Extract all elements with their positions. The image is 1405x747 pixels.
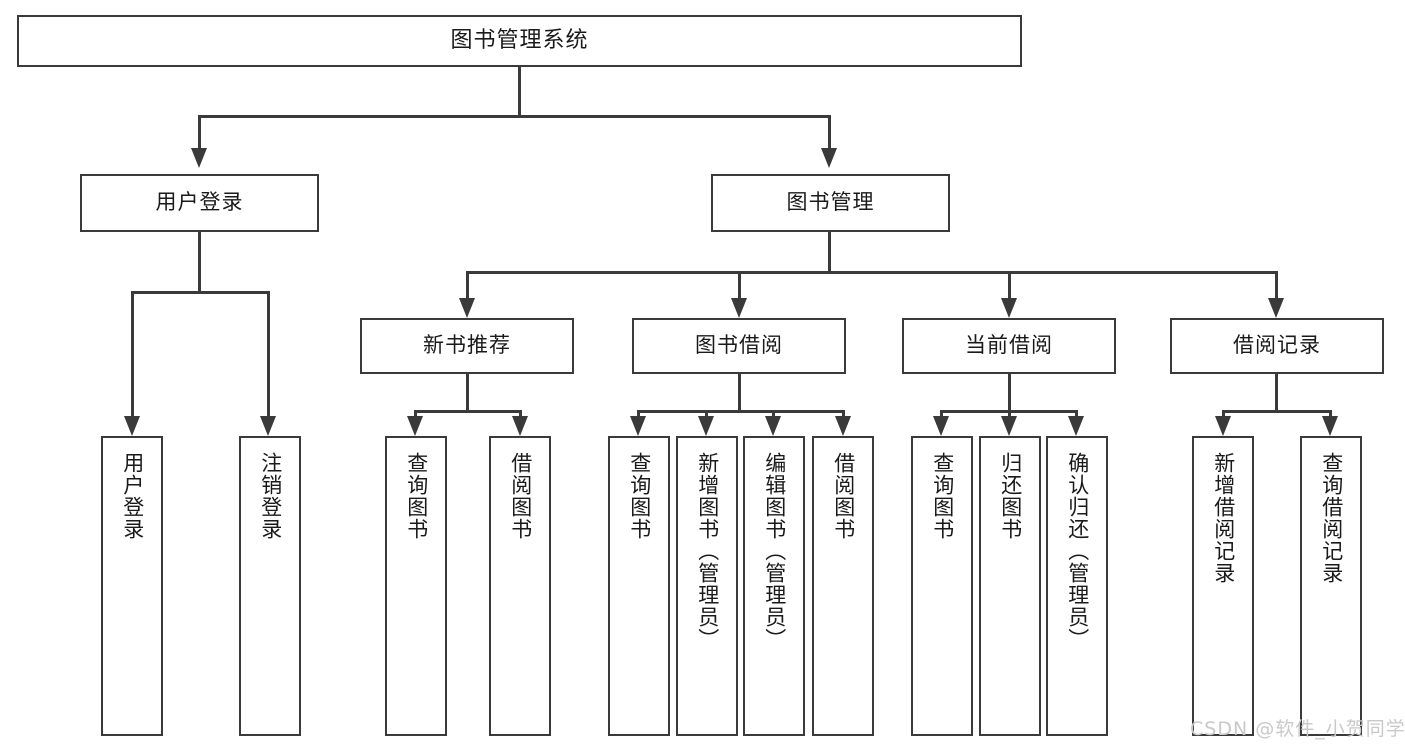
leaf-query-book-2[interactable]: 查询图书 — [608, 436, 670, 736]
arrow-to-book-borrow — [731, 298, 747, 318]
node-borrow-record[interactable]: 借阅记录 — [1170, 318, 1384, 374]
node-current-borrow[interactable]: 当前借阅 — [902, 318, 1116, 374]
edge-to-new-book — [466, 271, 469, 298]
arrow-to-book-manage — [821, 148, 837, 168]
edge-book-borrow-drop-2 — [705, 410, 708, 416]
node-book-manage[interactable]: 图书管理 — [711, 174, 950, 232]
edge-borrow-record-drop-2 — [1329, 410, 1332, 416]
edge-borrow-record-stub — [1275, 374, 1278, 410]
leaf-logout-login[interactable]: 注销登录 — [239, 436, 301, 736]
edge-to-borrow-record — [1275, 271, 1278, 298]
leaf-label: 借阅图书 — [508, 452, 533, 540]
arrow-new-book-leaf-1 — [407, 416, 423, 436]
edge-book-manage-stub — [828, 232, 831, 271]
edge-new-book-drop-1 — [414, 410, 417, 416]
leaf-label: 查询图书 — [404, 452, 429, 540]
node-new-book-recommend[interactable]: 新书推荐 — [360, 318, 574, 374]
edge-user-login-bar — [131, 291, 270, 294]
edge-current-borrow-stub — [1008, 374, 1011, 410]
arrow-current-borrow-leaf-2 — [1001, 416, 1017, 436]
edge-current-borrow-drop-1 — [940, 410, 943, 416]
leaf-query-record[interactable]: 查询借阅记录 — [1300, 436, 1362, 736]
edge-to-user-login — [198, 115, 201, 148]
csdn-watermark: CSDN @软件_小贺同学 — [1190, 714, 1405, 741]
leaf-borrow-book-2[interactable]: 借阅图书 — [812, 436, 874, 736]
edge-borrow-record-drop-1 — [1222, 410, 1225, 416]
leaf-add-record[interactable]: 新增借阅记录 — [1192, 436, 1254, 736]
leaf-label: 编辑图书（管理员） — [762, 452, 787, 650]
leaf-label: 新增图书（管理员） — [695, 452, 720, 650]
arrow-to-borrow-record — [1268, 298, 1284, 318]
edge-to-current-borrow — [1008, 271, 1011, 298]
edge-book-manage-bar — [466, 271, 1278, 274]
node-root-system[interactable]: 图书管理系统 — [17, 15, 1022, 67]
node-user-login[interactable]: 用户登录 — [80, 174, 319, 232]
arrow-user-login-leaf-1 — [124, 416, 140, 436]
arrow-book-borrow-leaf-2 — [698, 416, 714, 436]
edge-user-login-drop-1 — [131, 291, 134, 416]
node-book-borrow[interactable]: 图书借阅 — [632, 318, 846, 374]
arrow-new-book-leaf-2 — [512, 416, 528, 436]
arrow-user-login-leaf-2 — [260, 416, 276, 436]
leaf-label: 注销登录 — [258, 452, 283, 540]
node-label: 当前借阅 — [965, 333, 1053, 358]
arrow-current-borrow-leaf-3 — [1068, 416, 1084, 436]
arrow-borrow-record-leaf-1 — [1215, 416, 1231, 436]
watermark-text: CSDN @软件_小贺同学 — [1190, 718, 1405, 740]
edge-current-borrow-drop-3 — [1075, 410, 1078, 416]
edge-book-borrow-drop-4 — [842, 410, 845, 416]
arrow-book-borrow-leaf-4 — [835, 416, 851, 436]
node-label: 图书管理系统 — [450, 27, 589, 53]
edge-book-borrow-bar — [637, 410, 845, 413]
arrow-book-borrow-leaf-1 — [630, 416, 646, 436]
arrow-to-new-book — [459, 298, 475, 318]
edge-to-book-borrow — [738, 271, 741, 298]
edge-book-borrow-stub — [738, 374, 741, 410]
node-label: 图书借阅 — [695, 333, 783, 358]
edge-borrow-record-bar — [1222, 410, 1332, 413]
arrow-to-current-borrow — [1001, 298, 1017, 318]
edge-book-borrow-drop-3 — [772, 410, 775, 416]
leaf-return-book[interactable]: 归还图书 — [979, 436, 1041, 736]
leaf-label: 归还图书 — [998, 452, 1023, 540]
edge-user-login-stub — [198, 232, 201, 291]
node-label: 借阅记录 — [1233, 333, 1321, 358]
leaf-label: 新增借阅记录 — [1211, 452, 1236, 584]
leaf-add-book[interactable]: 新增图书（管理员） — [676, 436, 738, 736]
edge-to-book-manage — [828, 115, 831, 148]
leaf-query-book-1[interactable]: 查询图书 — [385, 436, 447, 736]
edge-user-login-drop-2 — [267, 291, 270, 416]
leaf-label: 查询借阅记录 — [1319, 452, 1344, 584]
leaf-label: 确认归还（管理员） — [1065, 452, 1090, 650]
arrow-to-user-login — [191, 148, 207, 168]
leaf-label: 用户登录 — [120, 452, 145, 540]
node-label: 新书推荐 — [423, 333, 511, 358]
arrow-current-borrow-leaf-1 — [933, 416, 949, 436]
leaf-confirm-return[interactable]: 确认归还（管理员） — [1046, 436, 1108, 736]
leaf-user-login[interactable]: 用户登录 — [101, 436, 163, 736]
node-label: 用户登录 — [155, 190, 244, 215]
edge-new-book-bar — [414, 410, 522, 413]
node-label: 图书管理 — [786, 190, 875, 215]
edge-current-borrow-drop-2 — [1008, 410, 1011, 416]
leaf-label: 查询图书 — [627, 452, 652, 540]
edge-new-book-drop-2 — [519, 410, 522, 416]
leaf-label: 查询图书 — [930, 452, 955, 540]
leaf-borrow-book-1[interactable]: 借阅图书 — [489, 436, 551, 736]
edge-root-bar — [198, 115, 831, 118]
edge-new-book-stub — [466, 374, 469, 410]
leaf-label: 借阅图书 — [831, 452, 856, 540]
arrow-borrow-record-leaf-2 — [1322, 416, 1338, 436]
leaf-query-book-3[interactable]: 查询图书 — [911, 436, 973, 736]
arrow-book-borrow-leaf-3 — [765, 416, 781, 436]
edge-book-borrow-drop-1 — [637, 410, 640, 416]
leaf-edit-book[interactable]: 编辑图书（管理员） — [743, 436, 805, 736]
edge-root-stub — [518, 67, 521, 115]
